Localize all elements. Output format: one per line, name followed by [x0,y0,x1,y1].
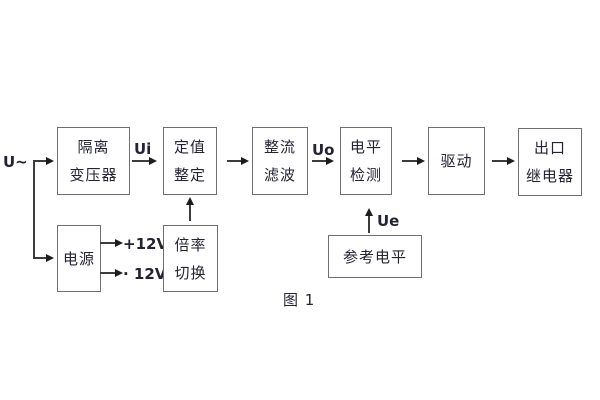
power-plus12v-line [100,242,116,244]
rectifier-to-level-arrowhead-icon [326,157,334,165]
power-minus12v-label: · 12V [123,265,167,283]
multiplier-to-setting-arrowhead-icon [186,197,194,205]
power-plus12v-arrowhead-icon [115,239,123,247]
box-power-supply: 电源 [57,225,101,292]
level-to-drive-arrowhead-icon [417,157,425,165]
isolation-to-setting-arrowhead-icon [149,157,157,165]
figure-caption: 图 1 [283,291,316,309]
box-multiplier-switch: 倍率 切换 [163,225,218,292]
box-multiplier-switch-line2: 切换 [174,263,207,282]
box-multiplier-switch-line1: 倍率 [174,235,207,254]
level-to-drive-line [402,160,418,162]
box-output-relay-line1: 出口 [533,139,566,157]
box-output-relay-line2: 继电器 [525,167,574,185]
signal-ui-label: Ui [134,140,152,158]
power-minus12v-line [100,272,116,274]
box-reference-level: 参考电平 [328,235,422,278]
reference-to-level-line [368,215,370,233]
input-to-power-line [33,257,47,259]
input-to-power-arrowhead-icon [46,254,54,262]
input-branch-line [33,160,35,258]
box-drive-line1: 驱动 [440,152,473,170]
box-level-detect: 电平 检测 [340,127,392,195]
box-rectifier-filter-line1: 整流 [263,138,296,156]
power-plus12v-label: +12V [123,235,169,253]
box-setting: 定值 整定 [163,127,217,195]
reference-to-level-arrowhead-icon [365,208,373,216]
multiplier-to-setting-line [189,204,191,221]
box-rectifier-filter: 整流 滤波 [252,127,308,195]
box-isolation-transformer-line2: 变压器 [69,166,118,184]
box-setting-line2: 整定 [173,166,206,184]
input-to-isolation-line [33,160,47,162]
box-level-detect-line1: 电平 [349,138,382,156]
input-to-isolation-arrowhead-icon [46,157,54,165]
rectifier-to-level-line [312,160,327,162]
drive-to-relay-arrowhead-icon [507,157,515,165]
box-isolation-transformer: 隔离 变压器 [57,127,130,195]
power-minus12v-arrowhead-icon [115,269,123,277]
setting-to-rectifier-arrowhead-icon [241,157,249,165]
input-signal-label: U~ [3,153,28,171]
signal-ue-label: Ue [377,212,400,230]
box-isolation-transformer-line1: 隔离 [77,138,110,156]
box-rectifier-filter-line2: 滤波 [263,166,296,184]
drive-to-relay-line [492,160,508,162]
setting-to-rectifier-line [227,160,242,162]
box-setting-line1: 定值 [173,138,206,156]
box-output-relay: 出口 继电器 [518,128,582,196]
box-reference-level-line1: 参考电平 [342,247,407,266]
isolation-to-setting-line [132,160,150,162]
box-level-detect-line2: 检测 [349,166,382,184]
signal-uo-label: Uo [312,141,335,159]
box-power-supply-line1: 电源 [62,249,95,268]
box-drive: 驱动 [428,127,485,195]
